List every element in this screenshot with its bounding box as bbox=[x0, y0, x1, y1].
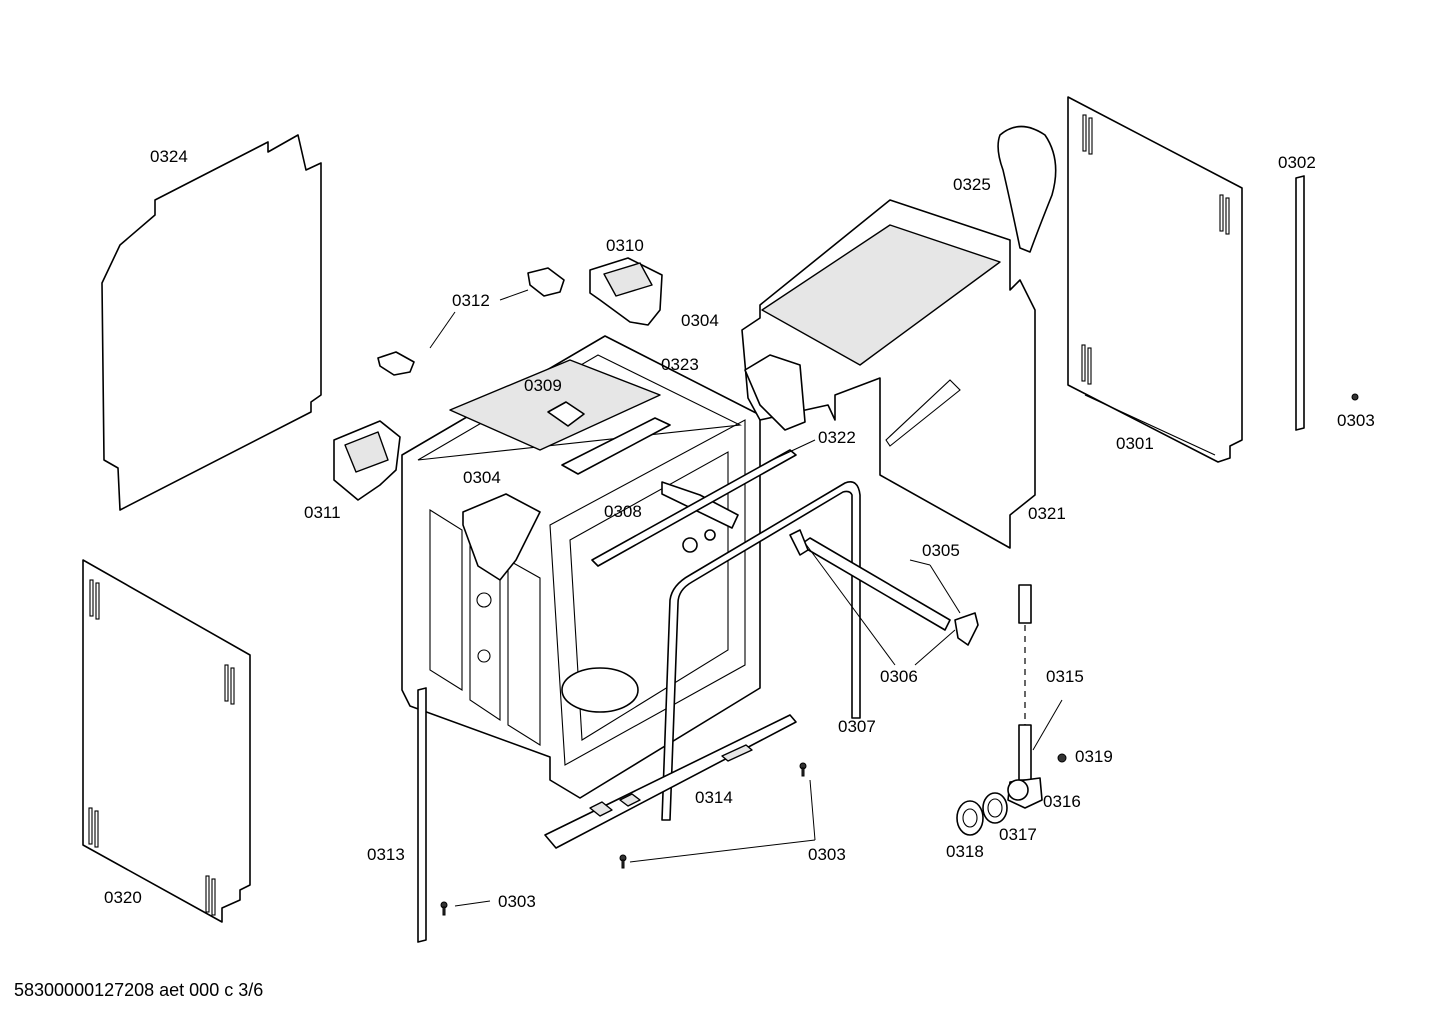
callout-0304-left: 0304 bbox=[463, 468, 501, 487]
callout-0325: 0325 bbox=[953, 175, 991, 194]
callout-0319: 0319 bbox=[1075, 747, 1113, 766]
part-0325-panel bbox=[997, 125, 1057, 253]
part-0311-connector bbox=[333, 420, 401, 501]
part-0319-screw bbox=[1057, 753, 1067, 763]
callout-0304-right: 0304 bbox=[681, 311, 719, 330]
callout-0323: 0323 bbox=[661, 355, 699, 374]
callout-0305: 0305 bbox=[922, 541, 960, 560]
part-0314-bottom-plate bbox=[544, 714, 797, 849]
part-0320-side-panel bbox=[82, 559, 251, 923]
callout-0301: 0301 bbox=[1116, 434, 1154, 453]
part-0315-hose bbox=[1018, 584, 1063, 781]
callout-0312: 0312 bbox=[452, 291, 490, 310]
part-0313-seal bbox=[417, 687, 427, 943]
callout-0310: 0310 bbox=[606, 236, 644, 255]
callout-0315: 0315 bbox=[1046, 667, 1084, 686]
callout-0308: 0308 bbox=[604, 502, 642, 521]
part-0318-nut bbox=[956, 800, 984, 836]
part-0301-side-panel bbox=[1067, 96, 1243, 463]
callout-0321: 0321 bbox=[1028, 504, 1066, 523]
callout-0306: 0306 bbox=[880, 667, 918, 686]
callout-0309: 0309 bbox=[524, 376, 562, 395]
callout-0303-left: 0303 bbox=[498, 892, 536, 911]
callout-0320: 0320 bbox=[104, 888, 142, 907]
callout-labels: 0324 0312 0310 0304 0323 0309 0325 0302 … bbox=[104, 147, 1375, 911]
part-0321-cover bbox=[741, 199, 1036, 549]
drawing-code: 58300000127208 aet 000 c 3/6 bbox=[14, 980, 264, 1000]
callout-0317: 0317 bbox=[999, 825, 1037, 844]
part-0307-frame bbox=[661, 481, 861, 821]
callout-0322: 0322 bbox=[818, 428, 856, 447]
part-0304-bracket-left bbox=[462, 493, 541, 581]
callout-0318: 0318 bbox=[946, 842, 984, 861]
callout-0302: 0302 bbox=[1278, 153, 1316, 172]
part-0323-bar bbox=[561, 417, 671, 475]
part-0303-screws bbox=[440, 393, 1359, 916]
part-0316-elbow bbox=[1007, 777, 1043, 809]
part-0322-seal bbox=[591, 439, 816, 567]
part-0317-ring bbox=[982, 792, 1008, 824]
callout-0316: 0316 bbox=[1043, 792, 1081, 811]
callout-0303-bottom: 0303 bbox=[808, 845, 846, 864]
callout-0303-right: 0303 bbox=[1337, 411, 1375, 430]
part-0302-strip bbox=[1295, 175, 1305, 431]
callout-0314: 0314 bbox=[695, 788, 733, 807]
callout-0307: 0307 bbox=[838, 717, 876, 736]
part-0310-connector bbox=[589, 257, 663, 326]
part-0309-clip bbox=[547, 401, 585, 427]
part-0305-rail bbox=[789, 529, 979, 666]
part-0324-insulation-panel bbox=[101, 134, 322, 511]
callout-0324: 0324 bbox=[150, 147, 188, 166]
callout-0311: 0311 bbox=[304, 503, 341, 522]
part-0312-brackets bbox=[377, 267, 565, 376]
callout-0313: 0313 bbox=[367, 845, 405, 864]
